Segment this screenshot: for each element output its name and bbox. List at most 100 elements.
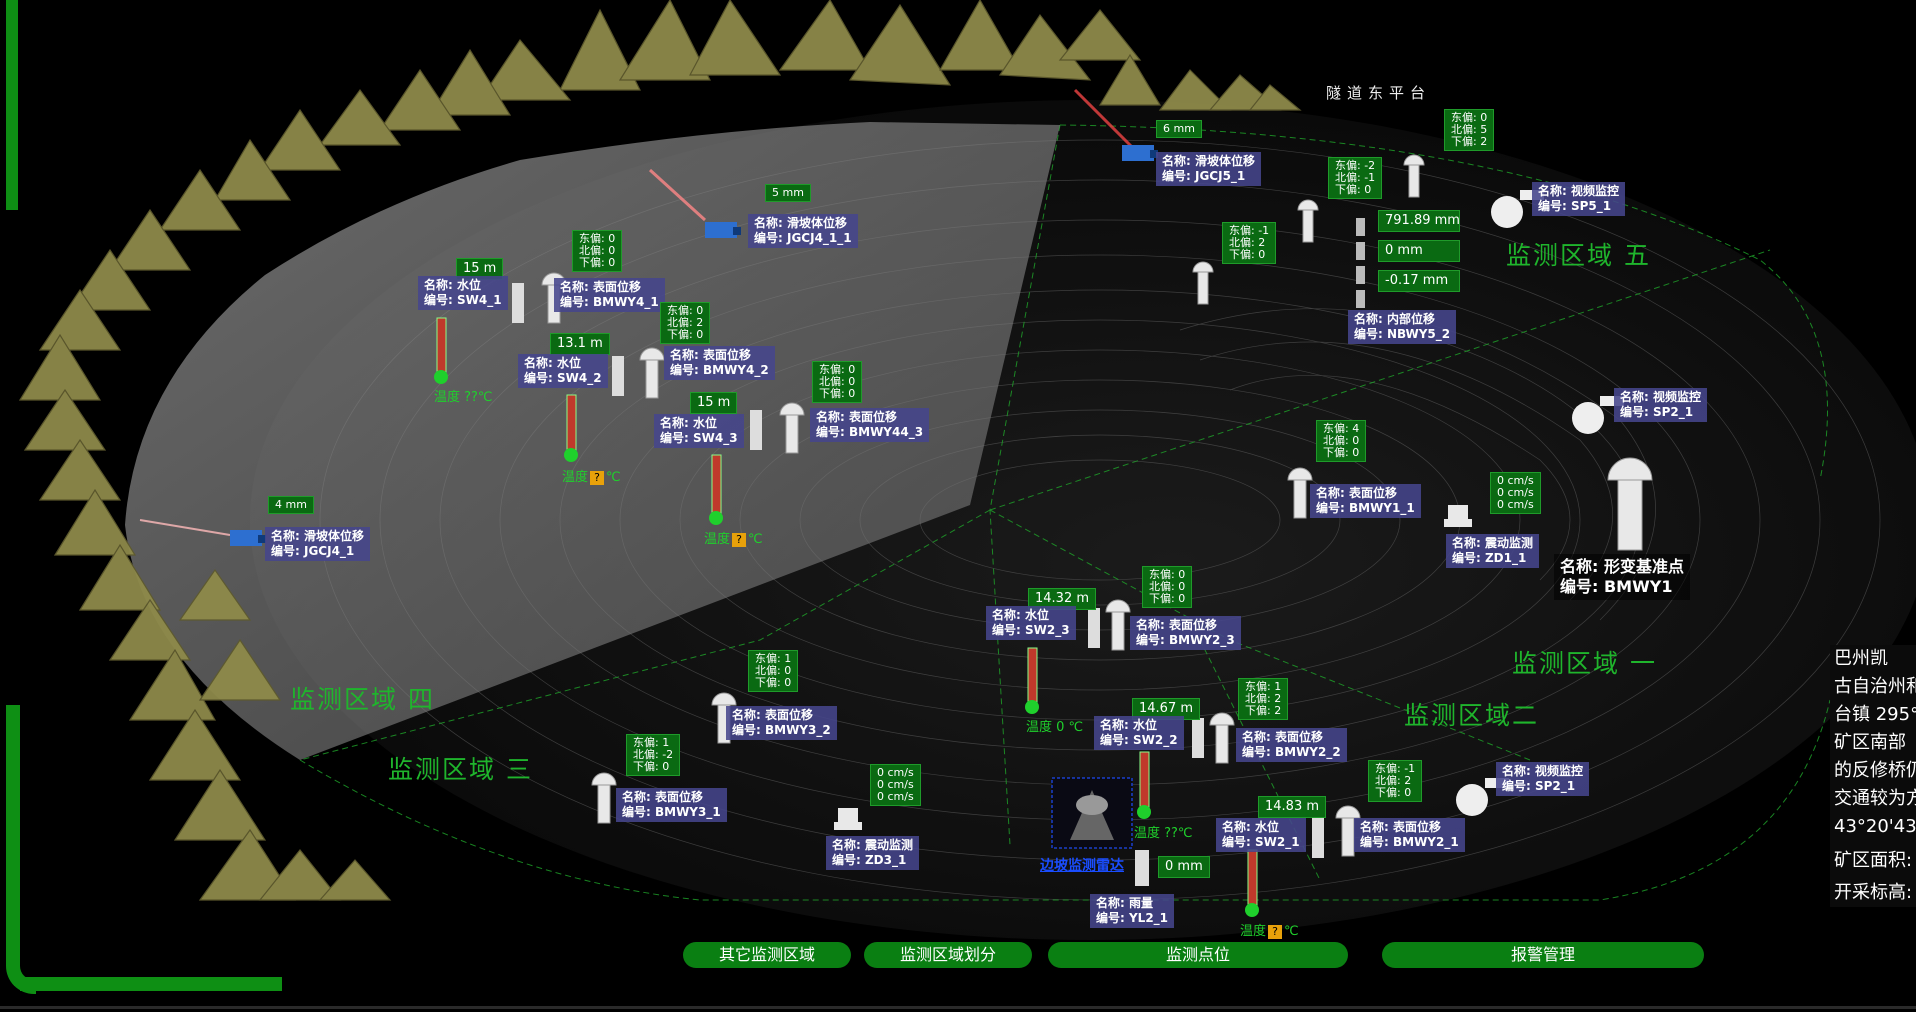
sensor-code: 编号: SW2_1 (1222, 835, 1300, 849)
sensor-name: 名称: 滑坡体位移 (1162, 154, 1255, 168)
sensor-label[interactable]: 名称: 滑坡体位移编号: JGCJ5_1 (1156, 152, 1261, 186)
north-offset: 北偏: 2 (667, 316, 704, 329)
monitoring-points-button[interactable]: 监测点位 (1048, 942, 1348, 968)
frame-corner-bottom (6, 705, 36, 994)
temp-label: 温度 (562, 470, 589, 485)
east-offset: 东偏: 1 (1245, 680, 1282, 693)
east-offset: 东偏: -1 (1229, 224, 1270, 237)
reading-value: 0 (1165, 859, 1174, 874)
vibration-value-row: 0 cm/s (877, 791, 914, 803)
displacement-reading: 4 mm (268, 496, 314, 514)
zone-division-button[interactable]: 监测区域划分 (864, 942, 1032, 968)
temperature-readout: 温度 ??℃ (1134, 826, 1193, 841)
value: 0 (877, 766, 884, 779)
down-offset: 下偏: 0 (1229, 248, 1266, 261)
sensor-code: 编号: SP2_1 (1502, 779, 1576, 793)
sensor-code: 编号: JGCJ4_1_1 (754, 231, 852, 245)
sensor-code: 编号: BMWY3_2 (732, 723, 831, 737)
sensor-label[interactable]: 名称: 表面位移编号: BMWY3_2 (726, 706, 837, 740)
sensor-name: 名称: 表面位移 (622, 790, 703, 804)
sensor-code: 编号: SW4_1 (424, 293, 502, 307)
sensor-label[interactable]: 名称: 表面位移编号: BMWY44_3 (810, 408, 930, 442)
sensor-label[interactable]: 名称: 表面位移编号: BMWY1_1 (1310, 484, 1421, 518)
sensor-label[interactable]: 名称: 震动监测编号: ZD1_1 (1446, 534, 1539, 568)
sensor-code: 编号: SP2_1 (1620, 405, 1694, 419)
sensor-label[interactable]: 名称: 表面位移编号: BMWY2_3 (1130, 616, 1241, 650)
north-offset: 北偏: 2 (1375, 774, 1412, 787)
sensor-label[interactable]: 名称: 视频监控编号: SP2_1 (1614, 388, 1707, 422)
down-offset: 下偏: 0 (1375, 786, 1412, 799)
unit: cm/s (887, 778, 914, 791)
radar-link[interactable]: 边坡监测雷达 (1040, 858, 1124, 874)
reading-unit: mm (782, 186, 804, 199)
rain-reading: 0 mm (1158, 856, 1210, 878)
sensor-name: 名称: 视频监控 (1538, 184, 1619, 198)
unit: cm/s (1507, 498, 1534, 511)
north-offset: 北偏: 5 (1451, 123, 1488, 136)
sensor-label[interactable]: 名称: 水位编号: SW4_3 (654, 414, 744, 448)
gnss-receiver-icon[interactable] (230, 145, 1158, 546)
displacement-reading: 5 mm (765, 184, 811, 202)
reading-value: -0.17 (1385, 273, 1419, 288)
sensor-label[interactable]: 名称: 表面位移编号: BMWY4_1 (554, 278, 665, 312)
down-offset: 下偏: 0 (667, 328, 704, 341)
sensor-label[interactable]: 名称: 水位编号: SW4_2 (518, 354, 608, 388)
sensor-label[interactable]: 名称: 表面位移编号: BMWY3_1 (616, 788, 727, 822)
other-zones-button[interactable]: 其它监测区域 (683, 942, 851, 968)
rain-gauge-icon[interactable] (1135, 850, 1149, 886)
internal-displacement-probe-icon[interactable] (1356, 218, 1365, 308)
east-offset: 东偏: 0 (1149, 568, 1186, 581)
vibration-sensor-icon[interactable] (834, 505, 1472, 830)
sensor-code: 编号: SW4_3 (660, 431, 738, 445)
value: 0 (877, 790, 884, 803)
sensor-code: 编号: JGCJ4_1 (271, 544, 355, 558)
sensor-name: 名称: 雨量 (1096, 896, 1153, 910)
unit: cm/s (1507, 474, 1534, 487)
sensor-label[interactable]: 名称: 表面位移编号: BMWY2_2 (1236, 728, 1347, 762)
mine-info-panel: 巴州凯 古自治州和 台镇 295° 矿区南部 的反修桥仍 交通较为方 43°20… (1830, 645, 1916, 907)
radar-dish-icon[interactable] (1051, 777, 1133, 849)
sensor-name: 名称: 水位 (424, 278, 481, 292)
sensor-code: 编号: YL2_1 (1096, 911, 1169, 925)
info-line: 台镇 295° (1834, 704, 1916, 725)
sensor-code: 编号: SP5_1 (1538, 199, 1612, 213)
sensor-label[interactable]: 名称: 雨量编号: YL2_1 (1090, 894, 1175, 928)
mine-area-label: 矿区面积: (1834, 850, 1913, 871)
temp-unit: ℃ (748, 532, 763, 547)
sensor-label[interactable]: 名称: 滑坡体位移编号: JGCJ4_1 (265, 527, 370, 561)
zone-label-4: 监测区域 四 (290, 685, 435, 714)
sensor-name: 名称: 视频监控 (1502, 764, 1583, 778)
sensor-code: 编号: BMWY2_1 (1360, 835, 1459, 849)
station-label: 隧道东平台 (1326, 84, 1432, 102)
sensor-label[interactable]: 名称: 滑坡体位移编号: JGCJ4_1_1 (748, 214, 858, 248)
down-offset: 下偏: 2 (1245, 704, 1282, 717)
temp-label: 温度 (704, 532, 731, 547)
sensor-name: 名称: 形变基准点 (1560, 557, 1684, 576)
sensor-label[interactable]: 名称: 水位编号: SW4_1 (418, 276, 508, 310)
sensor-label[interactable]: 名称: 内部位移编号: NBWY5_2 (1348, 310, 1457, 344)
sensor-name: 名称: 表面位移 (560, 280, 641, 294)
zone-label-5: 监测区域 五 (1506, 241, 1651, 270)
sensor-name: 名称: 表面位移 (1136, 618, 1217, 632)
sensor-label[interactable]: 名称: 视频监控编号: SP5_1 (1532, 182, 1625, 216)
sensor-label[interactable]: 名称: 视频监控编号: SP2_1 (1496, 762, 1589, 796)
reading-value: 791.89 (1385, 213, 1431, 228)
zone-label-1: 监测区域 一 (1512, 649, 1657, 678)
sensor-label[interactable]: 名称: 水位编号: SW2_1 (1216, 818, 1306, 852)
surface-displacement-marker-icon[interactable] (541, 154, 1653, 857)
unit: cm/s (1507, 486, 1534, 499)
vibration-value-row: 0 cm/s (1497, 475, 1534, 487)
sensor-label[interactable]: 名称: 震动监测编号: ZD3_1 (826, 836, 919, 870)
alarm-management-button[interactable]: 报警管理 (1382, 942, 1704, 968)
sensor-label[interactable]: 名称: 形变基准点编号: BMWY1 (1554, 554, 1690, 600)
sensor-code: 编号: BMWY1 (1560, 577, 1673, 596)
sensor-label[interactable]: 名称: 水位编号: SW2_2 (1094, 716, 1184, 750)
sensor-label[interactable]: 名称: 水位编号: SW2_3 (986, 606, 1076, 640)
sensor-label[interactable]: 名称: 表面位移编号: BMWY4_2 (664, 346, 775, 380)
sensor-code: 编号: BMWY4_1 (560, 295, 659, 309)
sensor-label[interactable]: 名称: 表面位移编号: BMWY2_1 (1354, 818, 1465, 852)
info-line: 的反修桥仍 (1834, 760, 1916, 781)
